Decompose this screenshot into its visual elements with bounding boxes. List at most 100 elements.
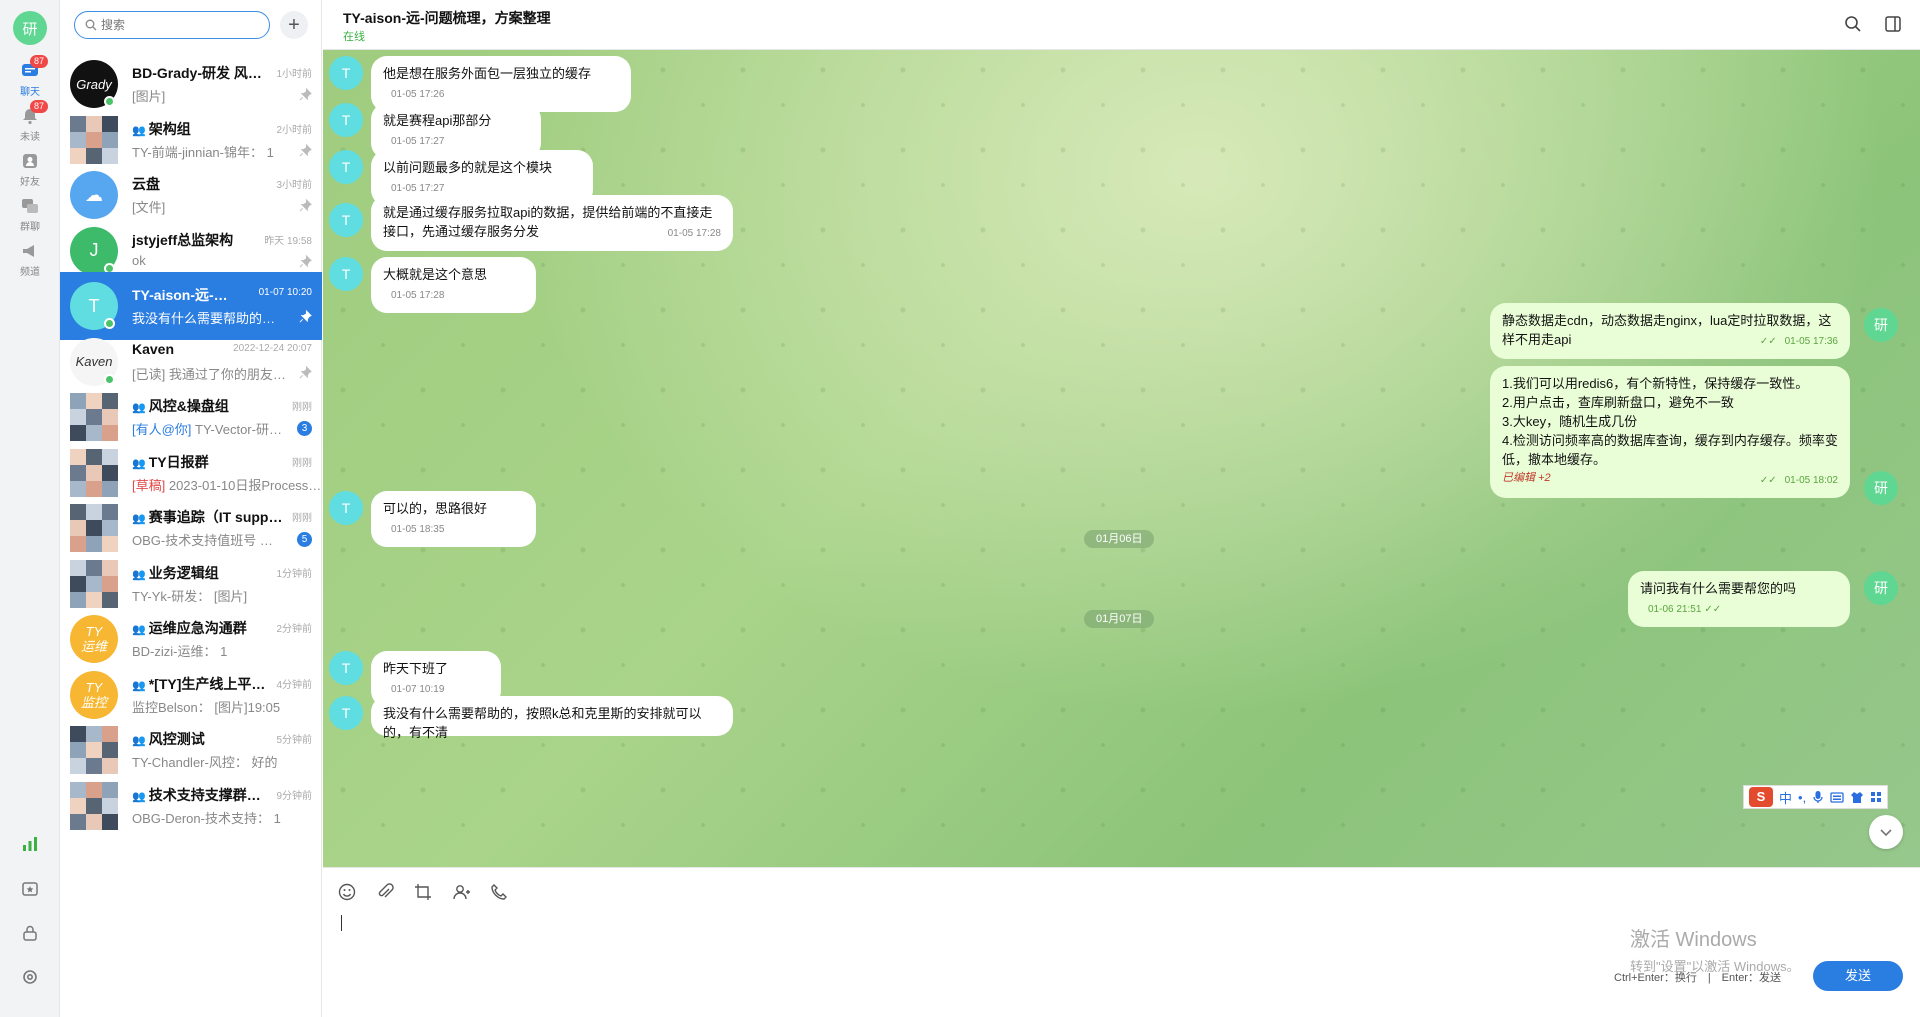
message-text: 昨天下班了: [383, 661, 449, 676]
chat-preview: BD-zizi-运维： 1: [132, 644, 228, 659]
chat-preview: OBG-技术支持值班号 …: [132, 533, 273, 548]
chat-time: 3小时前: [276, 180, 312, 191]
send-button[interactable]: 发送: [1813, 961, 1903, 991]
message-text: 静态数据走cdn，动态数据走nginx，lua定时拉取数据，这样不用走api: [1502, 313, 1832, 347]
add-chat-button[interactable]: +: [280, 11, 308, 39]
rail-item-channels[interactable]: 频道: [0, 234, 60, 284]
message-bubble[interactable]: 我没有什么需要帮助的，按照k总和克里斯的安排就可以的，有不清: [371, 696, 733, 740]
chat-preview: TY-Chandler-风控： 好的: [132, 755, 278, 770]
rail-label-unread: 未读: [20, 131, 40, 143]
pin-icon[interactable]: [299, 254, 312, 268]
chat-list-item[interactable]: 👥风控&操盘组刚刚[有人@你] TY-Vector-研…3: [60, 383, 322, 451]
shirt-icon[interactable]: [1850, 791, 1864, 803]
chat-list-item[interactable]: 👥TY日报群刚刚[草稿] 2023-01-10日报Process…: [60, 439, 322, 507]
date-divider: 01月07日: [1084, 610, 1155, 628]
send-hint: Ctrl+Enter：换行 | Enter：发送: [1614, 972, 1781, 984]
pin-icon[interactable]: [299, 198, 312, 212]
chat-name: 👥风控&操盘组: [132, 398, 229, 414]
draft-tag: [草稿]: [132, 477, 166, 493]
message-line: 4.检测访问频率高的数据库查询，缓存到内存缓存。频率变低，撤本地缓存。: [1502, 433, 1838, 467]
chat-name: 👥风控测试: [132, 731, 205, 747]
pin-icon[interactable]: [299, 143, 312, 157]
text-input-caret[interactable]: [341, 915, 342, 931]
contact-card-icon[interactable]: [451, 882, 471, 902]
chat-time: 刚刚: [292, 457, 312, 469]
chat-list-item[interactable]: 👥风控测试 5分钟前 TY-Chandler-风控： 好的: [60, 716, 322, 784]
ime-lang[interactable]: 中: [1779, 790, 1793, 806]
ime-toolbar[interactable]: S 中 •,: [1743, 785, 1889, 809]
rail-item-friends[interactable]: 好友: [0, 144, 60, 194]
chat-preview: [有人@你] TY-Vector-研…: [132, 422, 282, 437]
phone-icon[interactable]: [489, 882, 509, 902]
message-bubble[interactable]: 请问我有什么需要帮您的吗01-06 21:51✓✓: [1628, 571, 1850, 627]
microphone-icon[interactable]: [1812, 790, 1824, 804]
user-avatar[interactable]: 研: [13, 11, 47, 45]
conversation-status: 在线: [343, 31, 365, 43]
emoji-icon[interactable]: [337, 882, 357, 902]
message-text: 就是通过缓存服务拉取api的数据，提供给前端的不直接走接口，先通过缓存服务分发: [383, 205, 713, 239]
star-folder-icon: [22, 882, 38, 896]
settings-button[interactable]: [0, 961, 60, 993]
chat-time: 5分钟前: [276, 735, 312, 746]
chat-time: 1小时前: [276, 69, 312, 80]
message-text: 请问我有什么需要帮您的吗: [1640, 581, 1797, 596]
screenshot-crop-icon[interactable]: [413, 882, 433, 902]
search-icon[interactable]: [1844, 15, 1862, 33]
sidebar-toggle-icon[interactable]: [1884, 15, 1902, 33]
keyboard-icon[interactable]: [1830, 791, 1844, 803]
avatar: TY 监控: [70, 670, 118, 719]
message-bubble[interactable]: 1.我们可以用redis6，有个新特性，保持缓存一致性。2.用户点击，查库刷新盘…: [1490, 366, 1850, 498]
chat-list-item[interactable]: TY 监控👥*[TY]生产线上平…4分钟前监控Belson： [图片]19:05: [60, 661, 322, 729]
read-check-icon: ✓✓: [1759, 336, 1777, 347]
lock-button[interactable]: [0, 917, 60, 949]
chat-name: BD-Grady-研发 风…: [132, 65, 262, 81]
rail-item-unread[interactable]: 未读 87: [0, 99, 60, 149]
conversation-title[interactable]: TY-aison-远-问题梳理，方案整理: [343, 10, 551, 26]
rail-item-chats[interactable]: 聊天 87: [0, 54, 60, 104]
chat-preview: OBG-Deron-技术支持： 1: [132, 810, 281, 826]
pin-icon[interactable]: [299, 365, 312, 379]
stats-button[interactable]: [0, 828, 60, 860]
ime-punct[interactable]: •,: [1798, 789, 1807, 805]
chat-time: 9分钟前: [276, 790, 312, 802]
group-icon: 👥: [132, 624, 146, 636]
message-avatar: T: [329, 150, 363, 184]
scroll-to-bottom-button[interactable]: [1869, 815, 1903, 849]
chat-preview: TY-前端-jinnian-锦年： 1: [132, 144, 274, 160]
message-time: 01-06 21:51: [1648, 604, 1702, 615]
unread-count-badge: 5: [297, 532, 312, 547]
search-box[interactable]: [74, 11, 270, 39]
pin-icon[interactable]: [299, 309, 312, 323]
bar-chart-icon: [23, 837, 37, 851]
message-bubble[interactable]: 大概就是这个意思01-05 17:28: [371, 257, 536, 313]
message-bubble[interactable]: 他是想在服务外面包一层独立的缓存01-05 17:26: [371, 56, 631, 112]
avatar: [70, 393, 118, 441]
search-input[interactable]: [101, 18, 261, 32]
group-chat-icon: [22, 198, 38, 213]
message-avatar: T: [329, 103, 363, 137]
message-bubble[interactable]: 可以的，思路很好01-05 18:35: [371, 491, 536, 547]
attachment-icon[interactable]: [375, 882, 395, 902]
pin-icon[interactable]: [299, 87, 312, 101]
rail-item-groups[interactable]: 群聊: [0, 189, 60, 239]
chat-preview: ok: [132, 252, 146, 268]
favorites-button[interactable]: [0, 873, 60, 905]
chat-time: 2小时前: [276, 124, 312, 136]
avatar: [70, 726, 118, 774]
message-bubble[interactable]: 就是赛程api那部分01-05 17:27: [371, 103, 541, 159]
grid-icon[interactable]: [1870, 791, 1882, 803]
